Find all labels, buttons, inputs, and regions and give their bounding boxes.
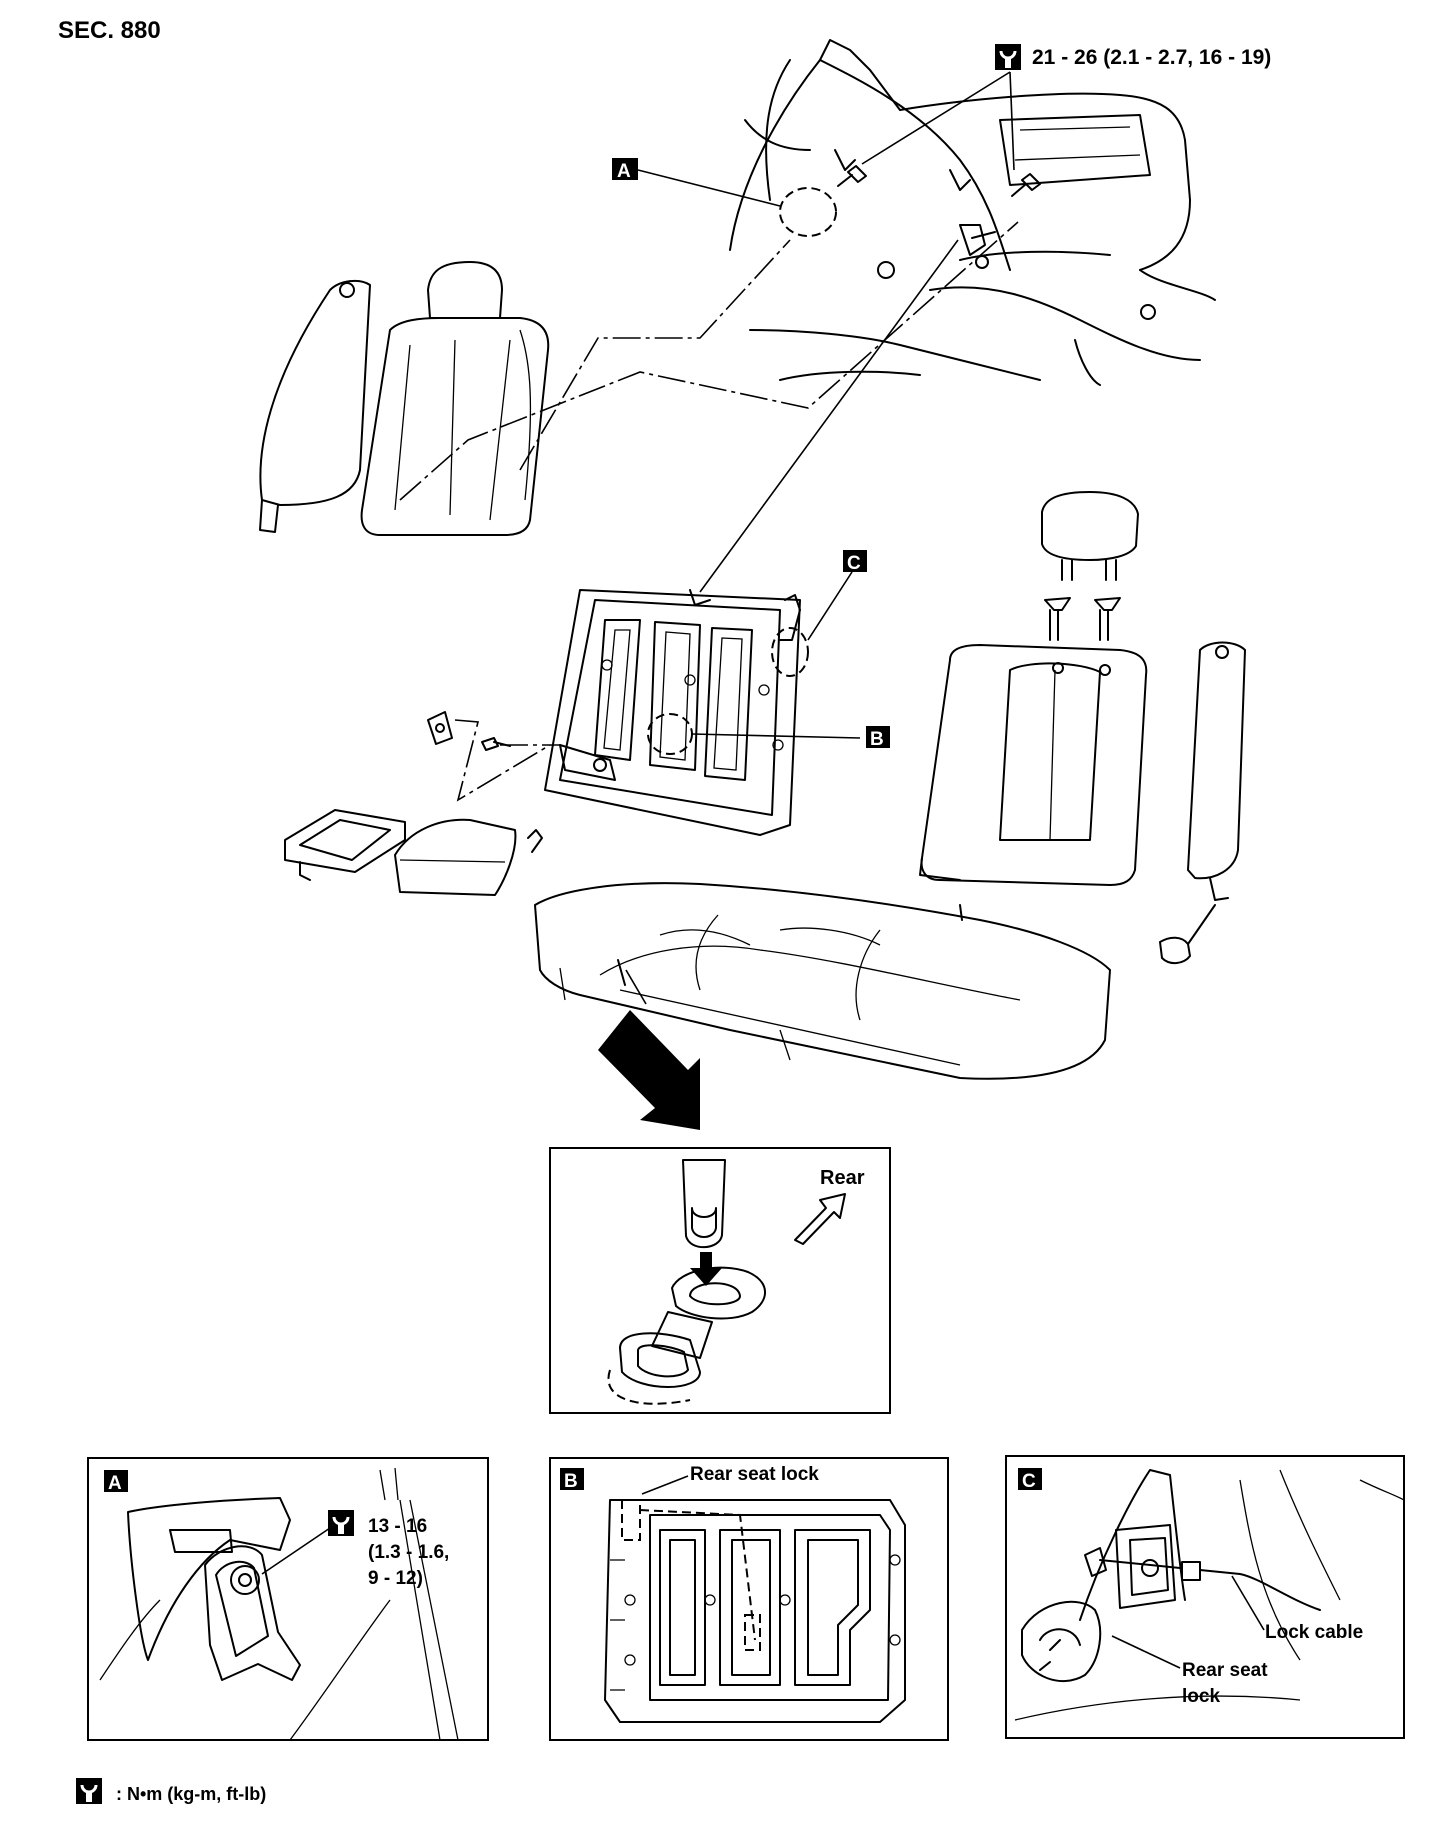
rear-seatback-right	[919, 644, 1148, 886]
rear-direction-label: Rear	[820, 1167, 865, 1189]
detail-a-torque-line3: 9 - 12)	[368, 1568, 423, 1589]
detail-c-panel	[1005, 1455, 1405, 1739]
callout-b-box	[866, 726, 890, 748]
detail-c-rear-seat-line1: Rear seat	[1182, 1660, 1268, 1681]
detail-a-torque-icon	[326, 1508, 356, 1538]
chain-line-upper	[519, 239, 791, 471]
detail-a-torque-line2: (1.3 - 1.6,	[368, 1542, 449, 1563]
detail-c-letter: C	[1022, 1471, 1036, 1492]
detail-a-letter: A	[108, 1473, 122, 1494]
side-bolster-right	[1159, 641, 1246, 964]
rear-inset-panel	[549, 1147, 891, 1414]
svg-text:C: C	[847, 553, 861, 574]
svg-text:B: B	[870, 729, 884, 750]
callout-c-leader	[807, 571, 853, 641]
main-torque-icon	[993, 42, 1023, 72]
leader-frame-to-body	[699, 239, 959, 593]
section-label: SEC. 880	[58, 17, 161, 44]
seat-cushion	[534, 882, 1111, 1080]
armrest-cover	[284, 809, 406, 881]
chain-line-lower	[399, 221, 1019, 501]
torque-leader	[861, 71, 1015, 171]
detail-c-rear-seat-line2: lock	[1182, 1686, 1220, 1707]
down-arrow-icon	[598, 1010, 700, 1130]
legend-torque-icon	[74, 1776, 104, 1806]
armrest	[394, 818, 517, 896]
side-bolster-left	[259, 279, 371, 533]
detail-c-illustration	[1014, 1469, 1405, 1721]
detail-c-rear-seat-leader	[1111, 1635, 1181, 1669]
lock-cable-label: Lock cable	[1265, 1622, 1363, 1643]
small-bracket-parts	[427, 711, 560, 802]
callout-c-circle	[771, 627, 809, 677]
main-torque-value: 21 - 26 (2.1 - 2.7, 16 - 19)	[1032, 46, 1271, 69]
detail-b-label: Rear seat lock	[690, 1464, 819, 1485]
detail-a-leader	[261, 1527, 331, 1575]
rear-seatback-left	[360, 261, 550, 536]
headrest	[1041, 491, 1139, 641]
detail-b-letter: B	[564, 1471, 578, 1492]
seat-lock-illustration	[607, 1159, 766, 1405]
callout-a-box	[612, 158, 638, 180]
vehicle-body-illustration	[729, 39, 1216, 386]
seatback-frame	[544, 589, 801, 836]
detail-a-torque-line1: 13 - 16	[368, 1516, 427, 1537]
legend-text: : N•m (kg-m, ft-lb)	[116, 1784, 266, 1804]
detail-a-illustration	[99, 1467, 459, 1741]
callout-a-leader	[637, 169, 781, 207]
detail-b-illustration	[604, 1499, 906, 1723]
detail-a-panel	[87, 1457, 489, 1741]
detail-b-panel	[549, 1457, 949, 1741]
lock-cable-leader	[1231, 1575, 1265, 1631]
callout-c-box	[843, 550, 867, 572]
svg-text:A: A	[617, 161, 631, 182]
rear-direction-arrow-icon	[794, 1193, 846, 1245]
armrest-pin	[527, 829, 543, 853]
callout-a-circle	[779, 187, 837, 237]
callout-b-leader	[691, 733, 861, 739]
